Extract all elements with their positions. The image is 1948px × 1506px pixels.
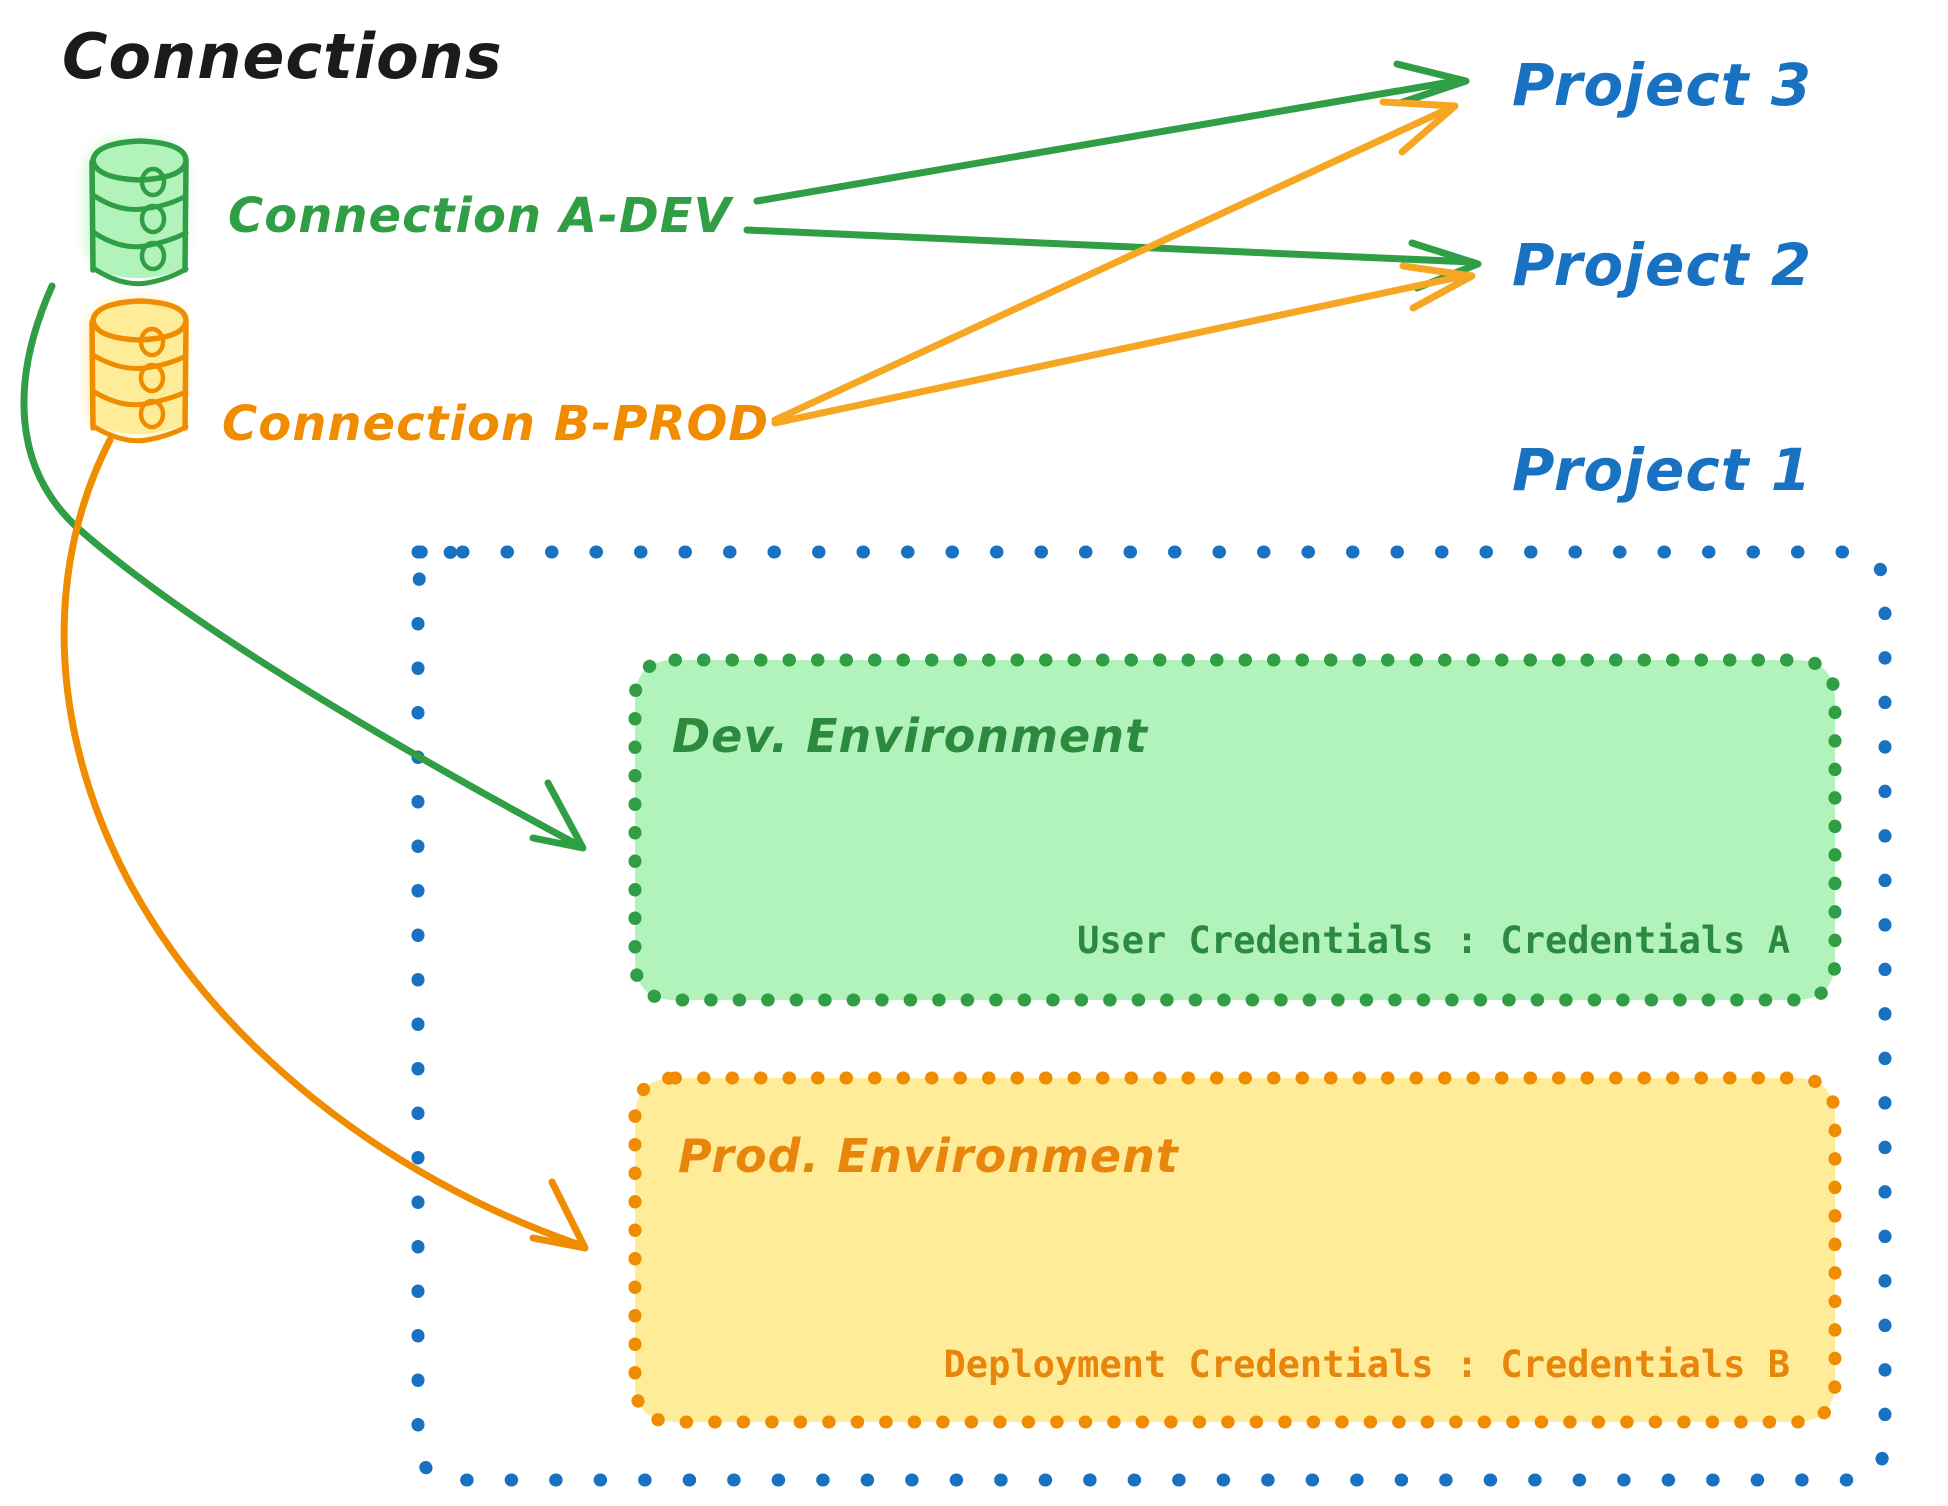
db-orange-led-1 — [138, 326, 166, 358]
prod-environment-title: Prod. Environment — [678, 1129, 1180, 1183]
page-title: Connections — [62, 20, 503, 93]
arrow-a-dev-to-project-2 — [743, 226, 1482, 292]
db-green-led-1 — [139, 166, 167, 198]
prod-environment-box[interactable]: Prod. Environment Deployment Credentials… — [628, 1071, 1842, 1429]
db-orange-led-3 — [138, 398, 166, 430]
project-1-label[interactable]: Project 1 — [1512, 436, 1812, 504]
project-3-label[interactable]: Project 3 — [1512, 51, 1812, 119]
arrow-a-dev-to-dev-environment — [20, 282, 587, 852]
arrow-line — [771, 271, 1472, 427]
arrow-head — [529, 779, 587, 852]
db-green-bottom — [90, 265, 189, 287]
project-1-container — [411, 545, 1892, 1487]
db-orange-left-edge — [89, 319, 96, 431]
dev-environment-fill — [635, 660, 1835, 1000]
arrow-head — [1379, 98, 1459, 156]
prod-environment-border — [628, 1071, 1842, 1429]
arrow-head — [529, 1178, 589, 1252]
project-2-label[interactable]: Project 2 — [1512, 231, 1812, 299]
arrow-a-dev-to-project-3 — [753, 60, 1470, 205]
arrow-head — [1393, 60, 1470, 107]
dev-environment-credentials: User Credentials : Credentials A — [1077, 919, 1790, 962]
dev-environment-title: Dev. Environment — [672, 709, 1149, 763]
db-orange-bottom — [90, 423, 189, 444]
arrow-b-prod-to-project-3 — [771, 98, 1459, 424]
database-icon-b-prod[interactable] — [88, 298, 189, 444]
db-orange-led-2 — [138, 362, 166, 394]
db-green-left-edge — [89, 159, 96, 273]
arrow-b-prod-to-project-2 — [771, 262, 1476, 427]
arrow-line — [771, 103, 1456, 424]
database-icon-a-dev[interactable] — [88, 138, 189, 287]
db-orange-right-edge — [182, 319, 189, 431]
project-1-border — [411, 545, 1892, 1487]
db-green-led-2 — [139, 203, 167, 235]
db-green-right-edge — [182, 159, 189, 273]
arrow-head — [1399, 262, 1476, 312]
prod-environment-credentials: Deployment Credentials : Credentials B — [944, 1343, 1790, 1386]
arrow-line — [60, 436, 584, 1249]
db-green-top-fill — [92, 142, 186, 178]
db-orange-top-fill — [92, 302, 186, 338]
db-green-led-3 — [139, 240, 167, 272]
arrow-b-prod-to-prod-environment — [60, 436, 589, 1252]
connection-b-prod-label[interactable]: Connection B-PROD — [222, 396, 769, 452]
arrow-line — [20, 282, 582, 849]
arrow-line — [753, 76, 1466, 205]
dev-environment-box[interactable]: Dev. Environment User Credentials : Cred… — [628, 653, 1842, 1007]
prod-environment-fill — [635, 1078, 1835, 1422]
arrow-line — [743, 226, 1476, 266]
connection-a-dev-label[interactable]: Connection A-DEV — [228, 188, 735, 244]
dev-environment-border — [628, 653, 1842, 1007]
